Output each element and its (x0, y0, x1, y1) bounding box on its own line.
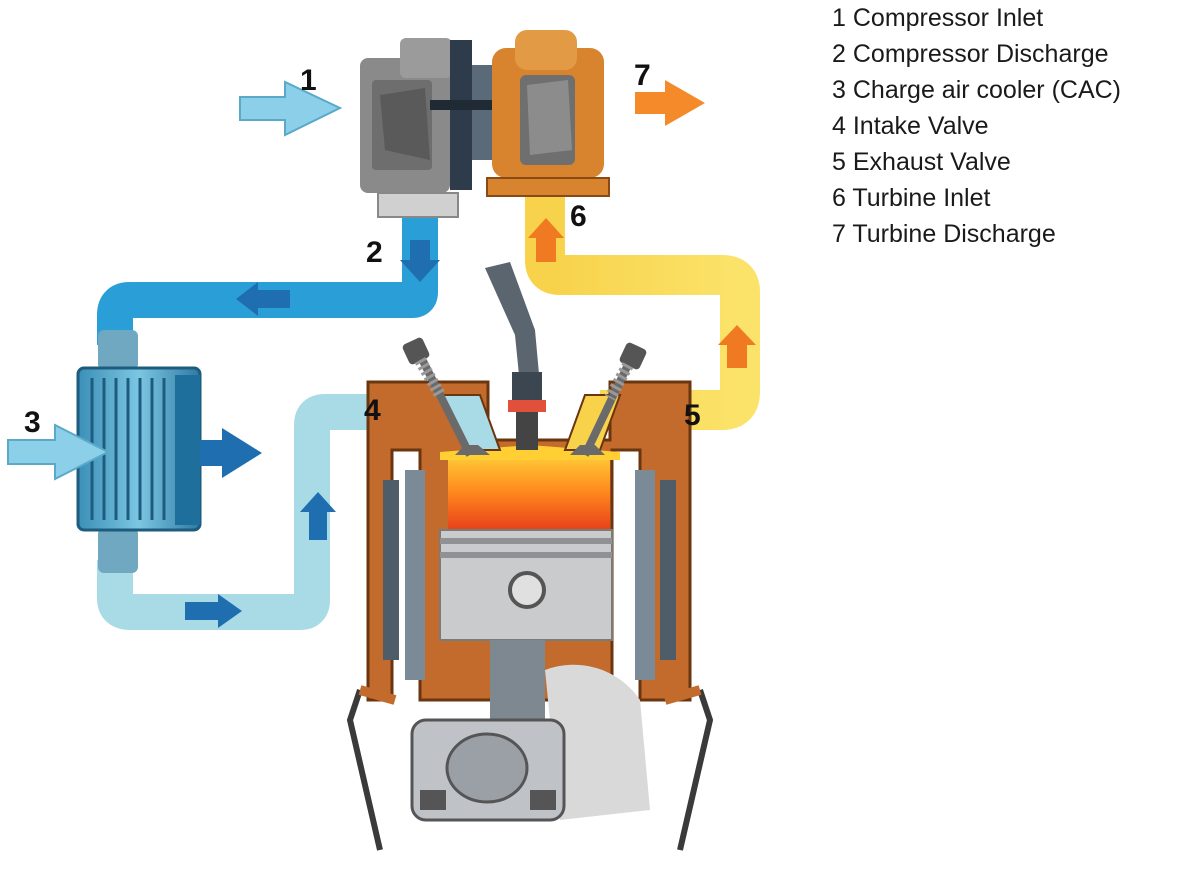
exhaust-arrow-up-1 (718, 325, 756, 368)
turbine-discharge-arrow (635, 80, 705, 126)
cac-inlet-arrow (7, 423, 111, 481)
marker-3: 3 (24, 406, 41, 439)
legend-number: 6 (832, 184, 846, 212)
legend: 1 Compressor Inlet 2 Compressor Discharg… (832, 0, 1121, 252)
spark-plug (485, 262, 546, 450)
legend-number: 1 (832, 4, 846, 32)
discharge-arrow-down (400, 240, 440, 282)
turbocharger (360, 30, 610, 218)
legend-number: 3 (832, 76, 846, 104)
legend-number: 5 (832, 148, 846, 176)
legend-item: 2 Compressor Discharge (832, 36, 1121, 72)
exhaust-valve (570, 342, 647, 457)
legend-number: 7 (832, 220, 846, 248)
marker-6: 6 (570, 200, 587, 233)
exhaust-arrow-up-2 (528, 218, 564, 262)
legend-item: 5 Exhaust Valve (832, 144, 1121, 180)
cooled-air-arrow-up (300, 492, 336, 540)
combustion-chamber (448, 452, 610, 530)
legend-label: Exhaust Valve (852, 148, 1011, 176)
intake-air-arrow (239, 80, 343, 137)
legend-item: 7 Turbine Discharge (832, 216, 1121, 252)
legend-label: Compressor Inlet (852, 4, 1044, 32)
intake-valve (402, 337, 490, 457)
legend-label: Turbine Inlet (852, 184, 991, 212)
marker-4: 4 (364, 394, 381, 427)
marker-2: 2 (366, 236, 383, 269)
legend-label: Compressor Discharge (852, 40, 1109, 68)
legend-number: 2 (832, 40, 846, 68)
marker-1: 1 (300, 64, 317, 97)
flow-arrows (7, 80, 756, 628)
charge-air-cooler (76, 330, 202, 573)
wrist-pin (508, 571, 546, 609)
legend-item: 6 Turbine Inlet (832, 180, 1121, 216)
legend-item: 3 Charge air cooler (CAC) (832, 72, 1121, 108)
compressed-air-pipe (97, 215, 438, 345)
piston (439, 529, 613, 641)
crankshaft-assembly (410, 640, 650, 822)
marker-5: 5 (684, 399, 701, 432)
exhaust-pipe (525, 195, 760, 430)
legend-number: 4 (832, 112, 846, 140)
marker-7: 7 (634, 59, 651, 92)
legend-label: Charge air cooler (CAC) (852, 76, 1121, 104)
legend-item: 1 Compressor Inlet (832, 0, 1121, 36)
legend-label: Intake Valve (852, 112, 989, 140)
crank-journal (445, 732, 529, 804)
center-housing (450, 40, 472, 190)
cooled-air-arrow-right (185, 594, 242, 628)
legend-label: Turbine Discharge (852, 220, 1056, 248)
compressed-air-arrow-left (236, 282, 290, 316)
cac-outlet-arrow (200, 428, 262, 478)
cooled-air-pipe (97, 394, 440, 630)
legend-item: 4 Intake Valve (832, 108, 1121, 144)
